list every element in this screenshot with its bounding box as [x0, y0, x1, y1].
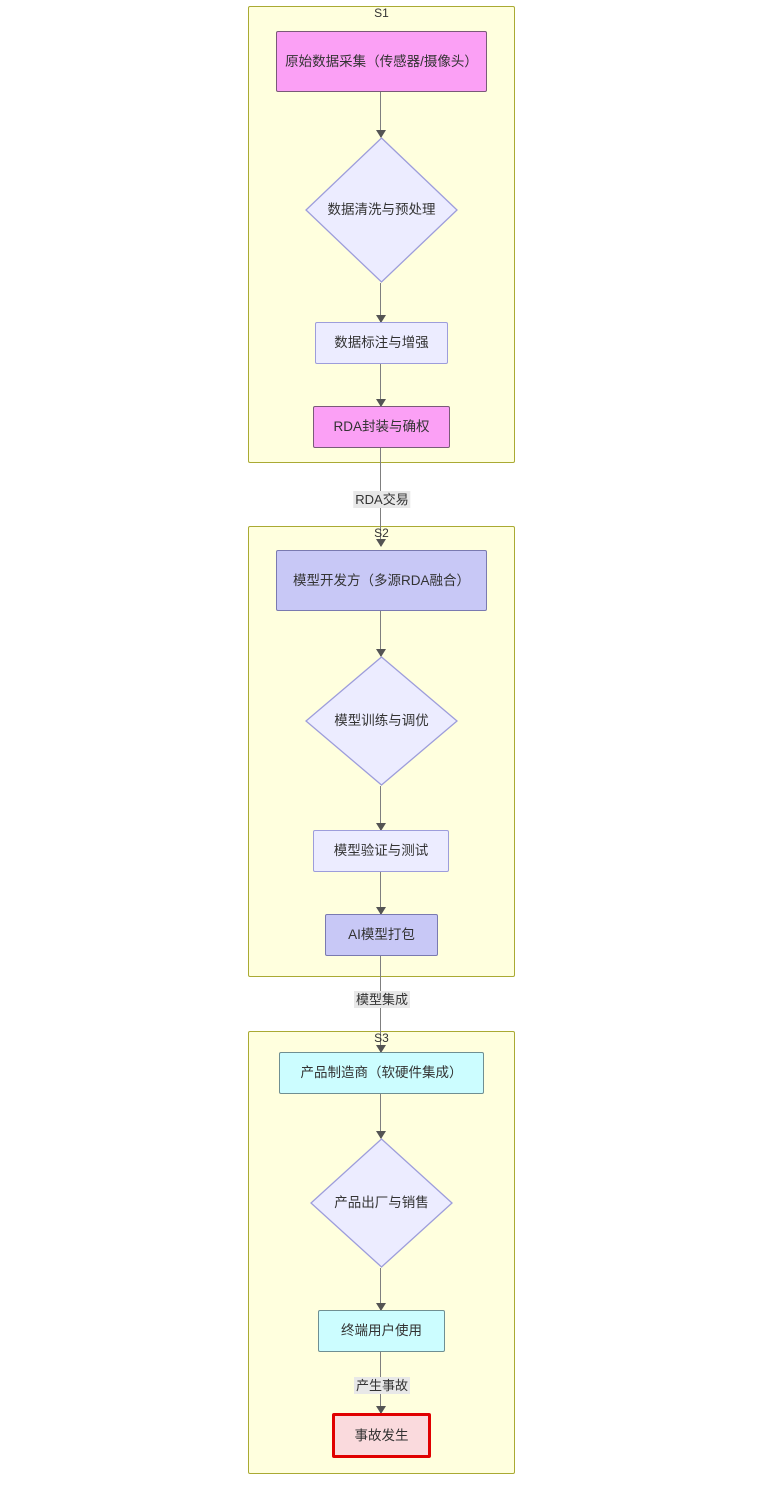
subgraph-s3-label: S3 [374, 1031, 389, 1045]
node-data-cleaning[interactable]: 数据清洗与预处理 [305, 137, 458, 283]
diamond-shape-icon [305, 656, 458, 786]
subgraph-s2-label: S2 [374, 526, 389, 540]
node-model-developer-label: 模型开发方（多源RDA融合） [292, 572, 470, 588]
node-ai-model-package[interactable]: AI模型打包 [325, 914, 438, 956]
node-rda-packaging-label: RDA封装与确权 [333, 419, 430, 434]
diamond-shape-icon [305, 137, 458, 283]
node-data-annotation-label: 数据标注与增强 [334, 335, 429, 350]
node-end-user-usage[interactable]: 终端用户使用 [318, 1310, 445, 1352]
node-ai-model-package-label: AI模型打包 [348, 927, 415, 942]
node-data-annotation[interactable]: 数据标注与增强 [315, 322, 448, 364]
node-end-user-usage-label: 终端用户使用 [341, 1323, 422, 1338]
edge-label-model-integration: 模型集成 [353, 991, 411, 1008]
node-product-manufacturer[interactable]: 产品制造商（软硬件集成） [279, 1052, 484, 1094]
node-raw-data-collection[interactable]: 原始数据采集（传感器/摄像头） [276, 31, 487, 92]
edge-label-accident-occurs: 产生事故 [353, 1377, 411, 1394]
node-accident-label: 事故发生 [354, 1427, 409, 1443]
node-model-validation[interactable]: 模型验证与测试 [313, 830, 449, 872]
diamond-shape-icon [310, 1138, 453, 1268]
node-raw-data-collection-label: 原始数据采集（传感器/摄像头） [285, 53, 478, 69]
subgraph-s3: S3 [248, 1031, 515, 1474]
node-product-shipment[interactable]: 产品出厂与销售 [310, 1138, 453, 1268]
subgraph-s1-label: S1 [374, 6, 389, 20]
node-model-developer[interactable]: 模型开发方（多源RDA融合） [276, 550, 487, 611]
edge-label-rda-transaction: RDA交易 [353, 491, 411, 508]
node-model-training[interactable]: 模型训练与调优 [305, 656, 458, 786]
node-rda-packaging[interactable]: RDA封装与确权 [313, 406, 450, 448]
node-accident[interactable]: 事故发生 [332, 1413, 431, 1458]
node-product-manufacturer-label: 产品制造商（软硬件集成） [300, 1065, 463, 1080]
node-model-validation-label: 模型验证与测试 [333, 843, 429, 858]
